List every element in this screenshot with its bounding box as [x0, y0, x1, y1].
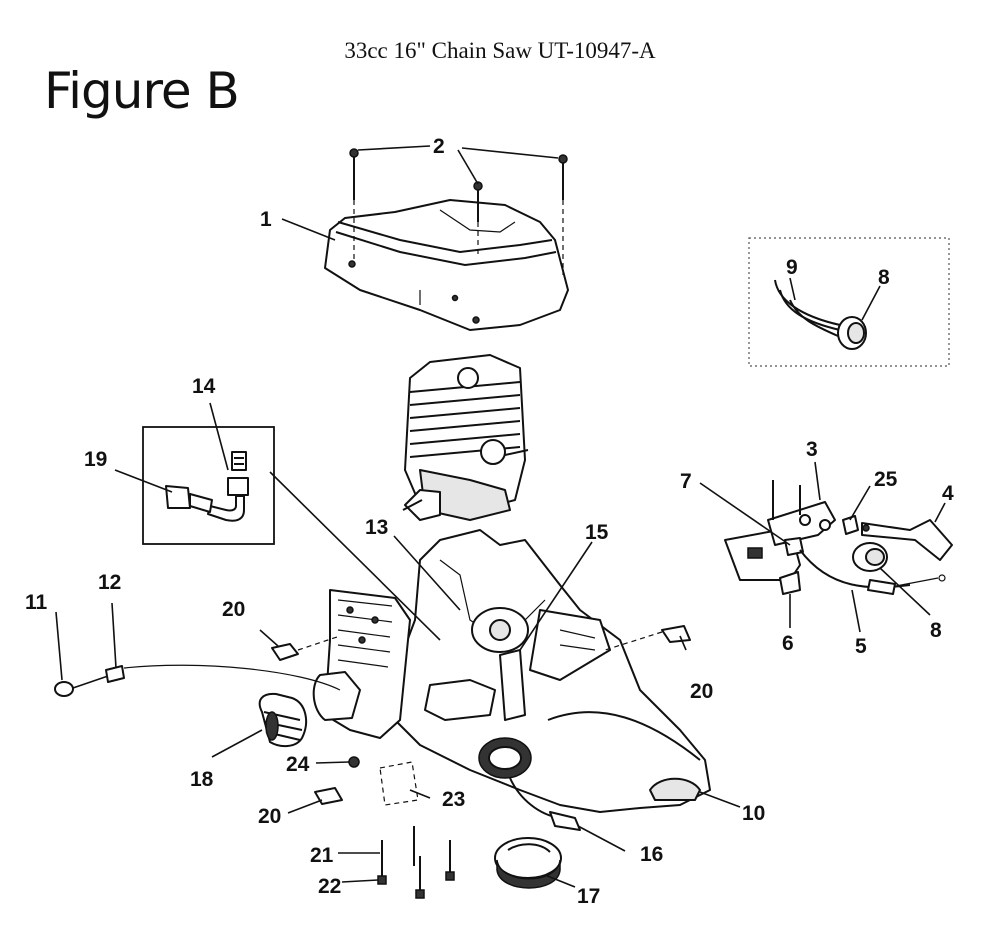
callout-12: 12 — [98, 571, 121, 594]
part-control-assembly — [724, 480, 953, 595]
document-title: 33cc 16" Chain Saw UT-10947-A — [344, 38, 656, 63]
part-clips — [271, 625, 691, 805]
part-tank-ring — [478, 737, 581, 831]
callout-4: 4 — [942, 482, 954, 505]
callout-16: 16 — [640, 843, 663, 866]
callout-23: 23 — [442, 788, 465, 811]
callout-21: 21 — [310, 844, 334, 867]
part-cover-screws — [349, 148, 568, 275]
callout-15: 15 — [585, 521, 609, 544]
part-engine-cylinder — [402, 354, 529, 521]
callout-20-left: 20 — [222, 598, 245, 621]
leader-lines — [55, 145, 946, 888]
part-fuel-cap — [494, 837, 562, 889]
part-oil-line-detail — [142, 426, 275, 545]
part-nut — [348, 756, 360, 768]
callout-18: 18 — [190, 768, 214, 791]
callout-17: 17 — [577, 885, 600, 908]
callout-19: 19 — [84, 448, 107, 471]
part-side-cover — [312, 589, 411, 739]
callout-9: 9 — [786, 256, 798, 279]
callout-25: 25 — [874, 468, 898, 491]
callout-8: 8 — [878, 266, 890, 289]
part-starter-pulley — [258, 692, 308, 748]
part-spacer — [379, 761, 419, 806]
callout-labels: 1 2 3 4 5 6 7 8 8 9 10 11 12 13 14 15 16… — [25, 135, 954, 908]
callout-11: 11 — [25, 591, 48, 614]
callout-24: 24 — [286, 753, 310, 776]
callout-20-bottom: 20 — [258, 805, 281, 828]
callout-6: 6 — [782, 632, 794, 655]
part-top-cover — [324, 199, 569, 331]
callout-22: 22 — [318, 875, 341, 898]
callout-20-right: 20 — [690, 680, 713, 703]
callout-14: 14 — [192, 375, 216, 398]
part-bolts — [377, 826, 455, 899]
figure-title: Figure B — [44, 62, 240, 120]
callout-8-lower: 8 — [930, 619, 942, 642]
callout-5: 5 — [855, 635, 867, 658]
callout-2: 2 — [433, 135, 445, 158]
callout-7: 7 — [680, 470, 692, 493]
callout-10: 10 — [742, 802, 765, 825]
part-main-housing — [384, 529, 711, 813]
callout-1: 1 — [260, 208, 272, 231]
callout-13: 13 — [365, 516, 388, 539]
part-switch-inset — [748, 237, 950, 367]
callout-3: 3 — [806, 438, 818, 461]
part-hose-assembly — [54, 664, 341, 697]
